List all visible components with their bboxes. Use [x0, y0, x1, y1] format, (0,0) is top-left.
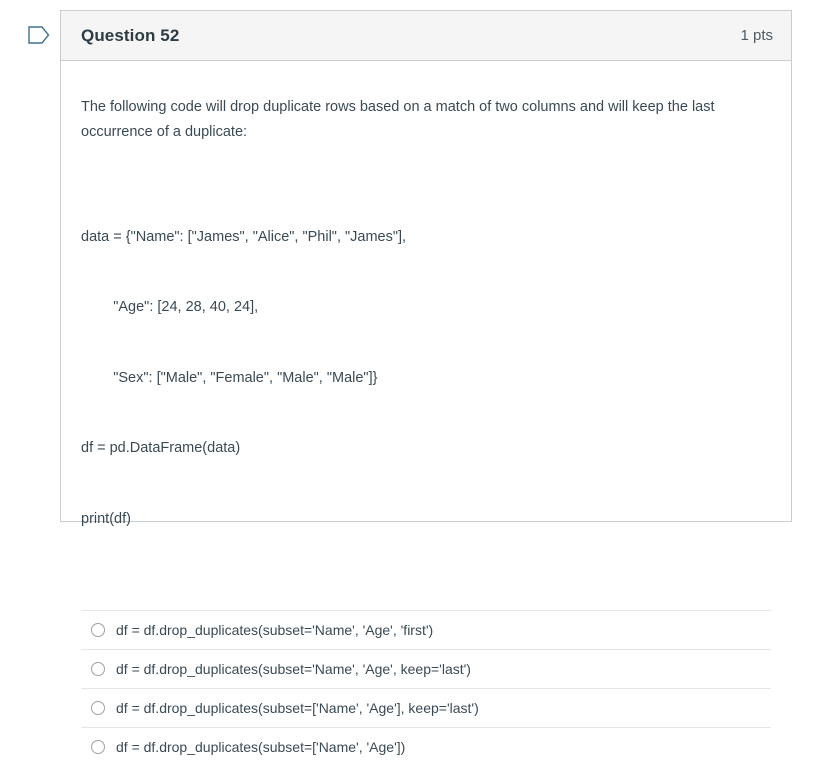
code-line: "Age": [24, 28, 40, 24],: [81, 299, 259, 316]
page-title: Question 52: [81, 25, 180, 45]
answer-list: df = df.drop_duplicates(subset='Name', '…: [81, 610, 771, 766]
answer-option-3[interactable]: df = df.drop_duplicates(subset=['Name', …: [81, 688, 771, 727]
answer-label: df = df.drop_duplicates(subset=['Name', …: [116, 700, 479, 717]
code-block: data = {"Name": ["James", "Alice", "Phil…: [81, 179, 771, 578]
question-prompt: The following code will drop duplicate r…: [81, 99, 715, 140]
flag-outline-icon[interactable]: [28, 25, 50, 45]
question-points: 1 pts: [740, 27, 773, 44]
code-line: print(df): [81, 510, 131, 527]
radio-icon[interactable]: [91, 701, 105, 716]
answer-label: df = df.drop_duplicates(subset='Name', '…: [116, 622, 434, 639]
radio-icon[interactable]: [91, 662, 105, 677]
question-card: Question 52 1 pts The following code wil…: [60, 10, 792, 755]
question-header: Question 52 1 pts: [61, 11, 791, 61]
answer-option-2[interactable]: df = df.drop_duplicates(subset='Name', '…: [81, 649, 771, 688]
radio-icon[interactable]: [91, 623, 105, 638]
code-line: data = {"Name": ["James", "Alice", "Phil…: [81, 228, 407, 245]
question-page: Question 52 1 pts The following code wil…: [28, 10, 792, 755]
answer-label: df = df.drop_duplicates(subset='Name', '…: [116, 661, 471, 678]
answer-label: df = df.drop_duplicates(subset=['Name', …: [116, 739, 406, 756]
question-body: The following code will drop duplicate r…: [61, 61, 791, 766]
radio-icon[interactable]: [91, 740, 105, 755]
answer-option-4[interactable]: df = df.drop_duplicates(subset=['Name', …: [81, 727, 771, 766]
code-line: "Sex": ["Male", "Female", "Male", "Male"…: [81, 369, 378, 386]
code-line: df = pd.DataFrame(data): [81, 440, 241, 457]
answer-option-1[interactable]: df = df.drop_duplicates(subset='Name', '…: [81, 610, 771, 649]
